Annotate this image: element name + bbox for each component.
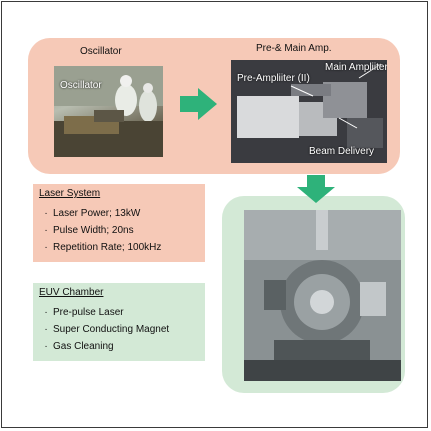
list-item: · Gas Cleaning — [39, 338, 169, 355]
euv-chamber-box: EUV Chamber · Pre-pulse Laser · Super Cond… — [33, 283, 205, 361]
bullet-icon: · — [44, 208, 48, 219]
amplifier-caption: Pre-& Main Amp. — [256, 43, 332, 54]
list-item: · Pulse Width; 20ns — [39, 222, 161, 239]
bullet-icon: · — [44, 242, 48, 253]
list-item: · Repetition Rate; 100kHz — [39, 239, 161, 256]
list-item: · Pre-pulse Laser — [39, 304, 169, 321]
oscillator-photo: Oscillator — [54, 66, 163, 157]
right-arrow-icon — [180, 88, 217, 120]
euv-chamber-title: EUV Chamber — [39, 287, 104, 298]
bullet-icon: · — [44, 324, 48, 335]
laser-system-title: Laser System — [39, 188, 101, 199]
oscillator-scene — [54, 66, 163, 157]
list-item-text: Repetition Rate; 100kHz — [53, 242, 162, 253]
bullet-icon: · — [44, 307, 48, 318]
list-item-text: Pulse Width; 20ns — [53, 225, 134, 236]
main-amplifier-label: Main Ampliiter — [325, 62, 387, 73]
list-item-text: Laser Power; 13kW — [53, 208, 141, 219]
amplifier-scene — [231, 60, 387, 163]
amplifier-photo: Pre-Ampliiter (II) Main Ampliiter Beam D… — [231, 60, 387, 163]
euv-chamber-photo — [244, 210, 401, 381]
list-item: · Laser Power; 13kW — [39, 205, 161, 222]
down-arrow-icon — [297, 175, 335, 203]
pre-amplifier-label: Pre-Ampliiter (II) — [237, 73, 310, 84]
list-item-text: Super Conducting Magnet — [53, 324, 170, 335]
beam-delivery-label: Beam Delivery — [309, 146, 375, 157]
bullet-icon: · — [44, 225, 48, 236]
euv-chamber-scene — [244, 210, 401, 381]
oscillator-caption: Oscillator — [80, 46, 122, 57]
list-item: · Super Conducting Magnet — [39, 321, 169, 338]
list-item-text: Pre-pulse Laser — [53, 307, 124, 318]
oscillator-photo-label: Oscillator — [60, 80, 102, 91]
laser-system-list: · Laser Power; 13kW · Pulse Width; 20ns · R… — [39, 205, 161, 256]
euv-chamber-list: · Pre-pulse Laser · Super Conducting Magne… — [39, 304, 169, 355]
list-item-text: Gas Cleaning — [53, 341, 114, 352]
laser-system-box: Laser System · Laser Power; 13kW · Pulse W… — [33, 184, 205, 262]
bullet-icon: · — [44, 341, 48, 352]
